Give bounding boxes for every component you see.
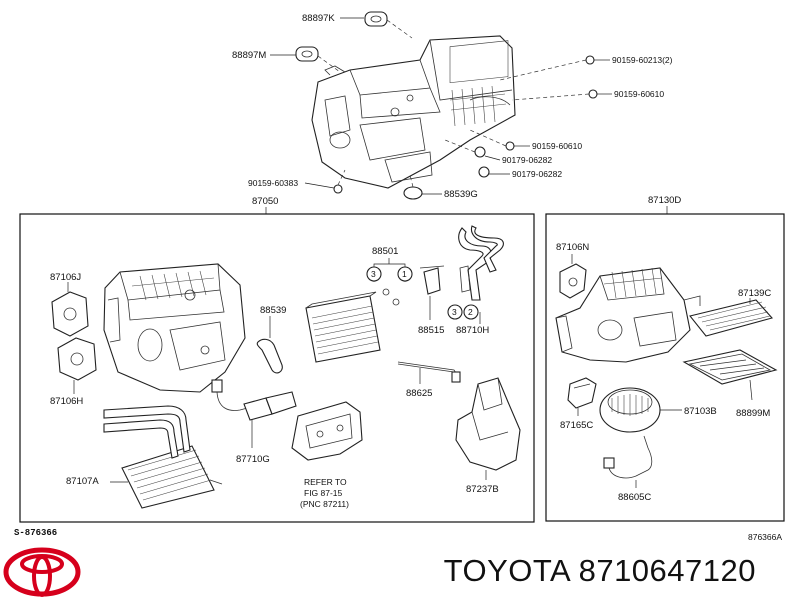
- label-87237b: 87237B: [466, 484, 499, 495]
- callout-2-b: 2: [463, 304, 479, 320]
- label-refer-line1: REFER TO: [304, 477, 347, 487]
- label-refer-line2: FIG 87-15: [304, 488, 343, 498]
- label-88899m: 88899M: [736, 408, 770, 419]
- svg-text:2: 2: [468, 307, 473, 317]
- blower-case-assembly: [555, 267, 701, 363]
- actuator-87106n: [559, 254, 587, 299]
- label-87130d: 87130D: [648, 195, 681, 206]
- clip-90179-06282-b: [478, 166, 510, 178]
- label-90179-06282-a: 90179-06282: [502, 155, 552, 165]
- label-90159-60610-a: 90159-60610: [614, 89, 664, 99]
- svg-text:3: 3: [371, 269, 376, 279]
- label-90179-06282-b: 90179-06282: [512, 169, 562, 179]
- svg-text:1: 1: [402, 269, 407, 279]
- label-88539g: 88539G: [444, 189, 478, 200]
- screw-90159-60383: [304, 182, 343, 194]
- toyota-logo: [3, 547, 81, 597]
- tube-88710h: [458, 225, 504, 324]
- top-hvac-assembly: [270, 11, 612, 200]
- actuator-87106j: [51, 282, 89, 337]
- bracket-refer-87211: [291, 401, 363, 461]
- label-refer-line3: (PNC 87211): [300, 499, 349, 509]
- code-right: 876366A: [748, 532, 782, 542]
- actuator-87106h: [57, 337, 97, 394]
- resistor-87165c: [567, 377, 597, 416]
- svg-text:3: 3: [452, 307, 457, 317]
- label-88710h: 88710H: [456, 325, 489, 336]
- code-left: S-876366: [14, 528, 57, 538]
- label-87050: 87050: [252, 196, 278, 207]
- label-87165c: 87165C: [560, 420, 593, 431]
- tray-88899m: [682, 349, 778, 401]
- box-87130d: [545, 213, 785, 522]
- label-87139c: 87139C: [738, 288, 771, 299]
- expansion-valve-88515: [419, 265, 445, 320]
- label-88897m: 88897M: [232, 50, 266, 61]
- clip-90179-06282-a: [474, 146, 501, 161]
- callout-1-a: 1: [397, 266, 413, 282]
- label-88625: 88625: [406, 388, 432, 399]
- label-88897k: 88897K: [302, 13, 335, 24]
- clip-88897m: [295, 46, 319, 62]
- screw-90159-60213: [585, 55, 610, 65]
- blower-motor-87103b: [599, 387, 682, 433]
- label-87106j: 87106J: [50, 272, 81, 283]
- label-88501: 88501: [372, 246, 398, 257]
- label-90159-60213: 90159-60213(2): [612, 55, 673, 65]
- wire-88605c: [603, 435, 653, 488]
- grommet-88539g: [403, 186, 442, 200]
- duct-87237b: [455, 377, 521, 480]
- drain-hose-88539: [256, 316, 283, 374]
- label-88515: 88515: [418, 325, 444, 336]
- label-90159-60610-b: 90159-60610: [532, 141, 582, 151]
- box-87050: [19, 213, 535, 523]
- callout-3-a: 3: [366, 266, 382, 282]
- footer-part-number: TOYOTA 8710647120: [443, 553, 756, 588]
- label-88605c: 88605C: [618, 492, 651, 503]
- label-87103b: 87103B: [684, 406, 717, 417]
- label-88539: 88539: [260, 305, 286, 316]
- filter-87139c: [689, 298, 774, 337]
- label-87106h: 87106H: [50, 396, 83, 407]
- label-90159-60383: 90159-60383: [248, 178, 298, 188]
- label-87107a: 87107A: [66, 476, 99, 487]
- evaporator: [305, 291, 381, 363]
- screw-90159-60610-a: [588, 89, 612, 99]
- screw-90159-60610-b: [505, 141, 530, 151]
- sensor-88625: [397, 361, 461, 384]
- heater-core-87107a: [103, 405, 223, 509]
- label-87106n: 87106N: [556, 242, 589, 253]
- callout-3-b: 3: [447, 304, 463, 320]
- heater-case-assembly: [103, 263, 246, 393]
- wire-harness-87710g: [211, 379, 297, 448]
- label-87710g: 87710G: [236, 454, 270, 465]
- clip-88897k: [364, 11, 388, 27]
